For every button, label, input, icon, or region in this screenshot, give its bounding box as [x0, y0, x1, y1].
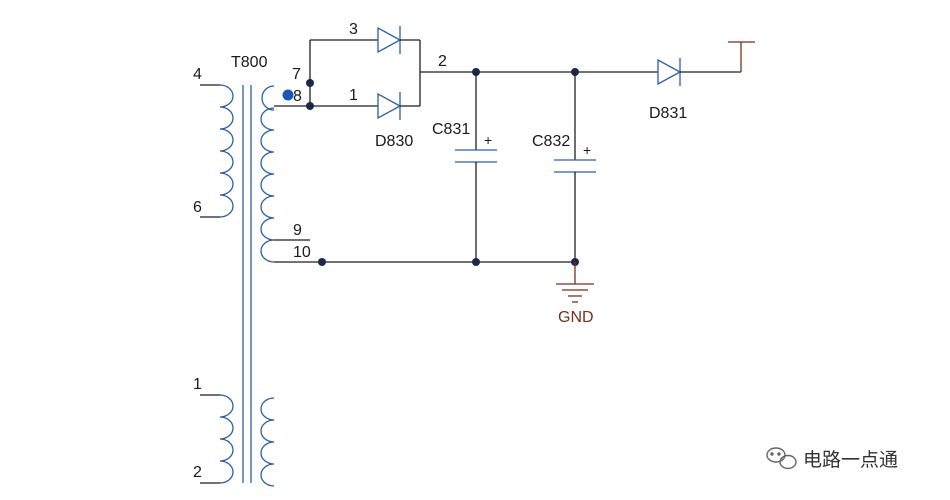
diode-pin-label-1: 1 — [349, 87, 358, 104]
pin-label-7: 7 — [292, 66, 301, 83]
diode-pin-label-2: 2 — [438, 53, 447, 70]
pin-label-10: 10 — [293, 244, 311, 261]
capacitor-c831 — [455, 72, 497, 262]
c831-plus: + — [484, 132, 492, 148]
capacitor-c832 — [554, 72, 596, 262]
watermark: 电路一点通 — [766, 447, 898, 471]
auxiliary-winding — [260, 397, 275, 487]
c832-plus: + — [583, 142, 591, 158]
pin-label-2: 2 — [193, 464, 202, 481]
diode-d831 — [657, 58, 682, 86]
pin-label-4: 4 — [193, 66, 202, 83]
primary-winding-4-6 — [200, 84, 234, 218]
ground-symbol — [556, 262, 594, 303]
c832-label: C832 — [532, 133, 570, 150]
diode-d830-upper — [377, 26, 402, 54]
pin-label-9: 9 — [293, 222, 302, 239]
node-pin10 — [318, 258, 326, 266]
diode-pin-label-3: 3 — [349, 21, 358, 38]
transformer-label: T800 — [231, 54, 268, 71]
d831-label: D831 — [649, 105, 687, 122]
diode-d830-lower — [377, 92, 402, 120]
d830-label: D830 — [375, 133, 413, 150]
pin-label-6: 6 — [193, 199, 202, 216]
primary-winding-1-2 — [200, 394, 234, 484]
gnd-label: GND — [558, 309, 594, 326]
secondary-winding — [260, 85, 322, 263]
c831-label: C831 — [432, 121, 470, 138]
wechat-icon — [766, 447, 797, 470]
output-terminal — [728, 41, 755, 72]
watermark-text: 电路一点通 — [803, 449, 898, 471]
pin-label-1: 1 — [193, 376, 202, 393]
node-c831-bottom — [472, 258, 480, 266]
phase-dot — [282, 89, 294, 101]
pin-label-8: 8 — [293, 88, 302, 105]
